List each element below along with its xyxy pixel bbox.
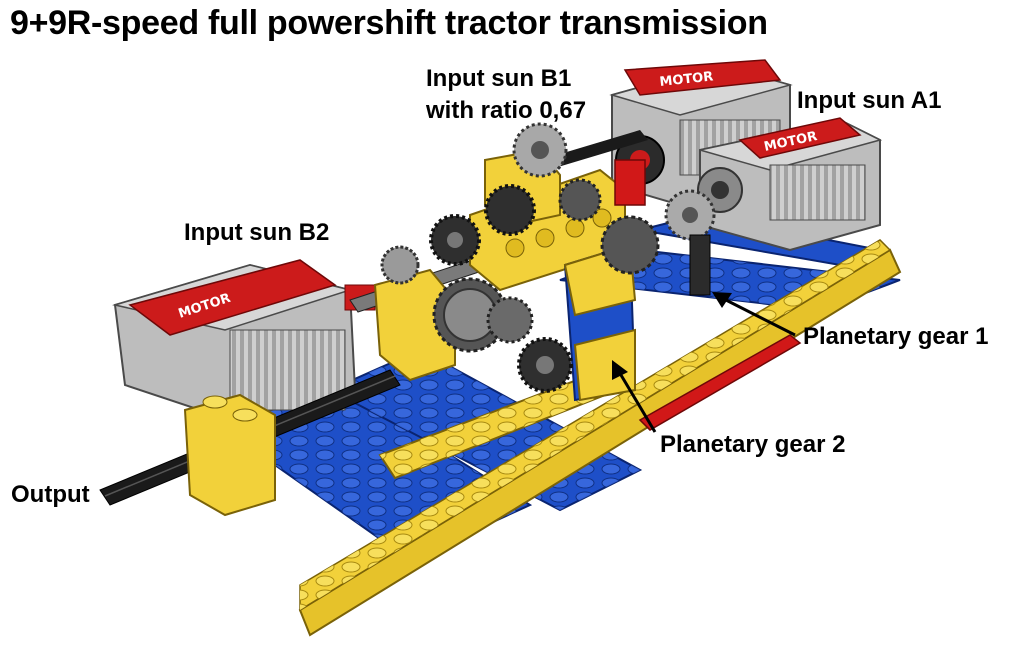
label-planetary-gear-2: Planetary gear 2 bbox=[660, 431, 846, 458]
label-planetary-gear-1: Planetary gear 1 bbox=[803, 323, 989, 350]
label-output: Output bbox=[11, 481, 90, 508]
arrow-planetary-gear-2 bbox=[616, 369, 657, 433]
label-input-sun-a1: Input sun A1 bbox=[797, 87, 942, 114]
motor-b1-label: MOTOR bbox=[659, 69, 714, 90]
arrow-planetary-gear-1 bbox=[721, 296, 796, 337]
yellow-supports bbox=[183, 148, 637, 517]
motor-a1: MOTOR bbox=[697, 117, 883, 252]
label-input-sun-b2: Input sun B2 bbox=[184, 219, 330, 246]
label-input-sun-b1: Input sun B1 bbox=[426, 65, 572, 92]
diagram-title: 9+9R-speed full powershift tractor trans… bbox=[10, 4, 768, 42]
label-input-sun-b1-ratio: with ratio 0,67 bbox=[426, 97, 587, 124]
ring-gear-1 bbox=[600, 215, 660, 275]
red-plate-strip bbox=[638, 334, 802, 431]
callout-arrows bbox=[612, 292, 796, 433]
gears bbox=[380, 122, 716, 393]
motor-b2: MOTOR bbox=[112, 259, 376, 422]
